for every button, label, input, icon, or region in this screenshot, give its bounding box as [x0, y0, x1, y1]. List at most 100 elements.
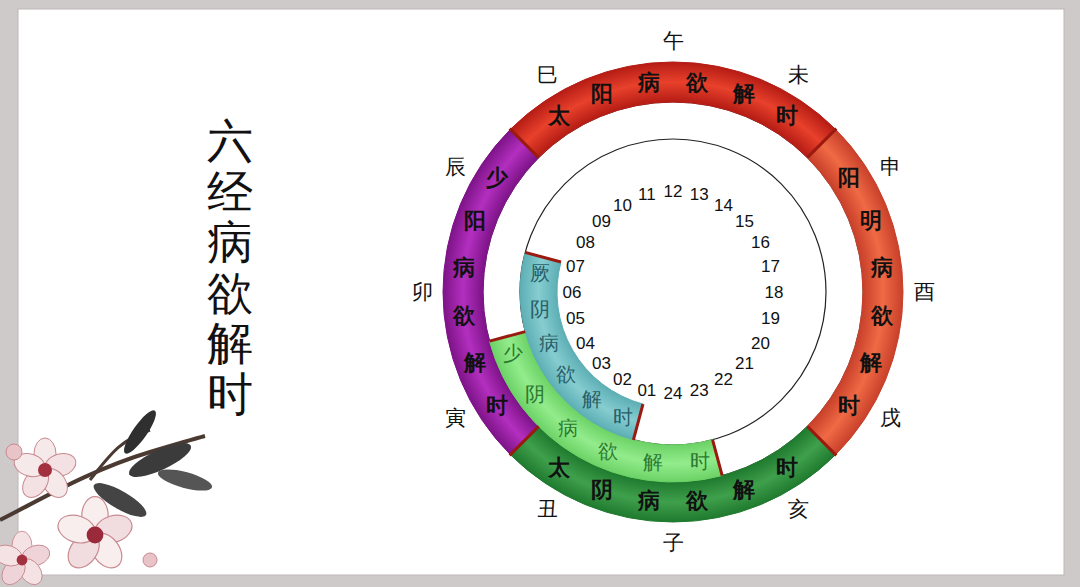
band-path: [510, 62, 835, 158]
band-char: 解: [733, 83, 755, 105]
hour-number: 04: [576, 334, 595, 351]
time-band: 少阴病欲解时: [441, 60, 905, 524]
band-char: 厥: [530, 263, 550, 283]
branch-label: 丑: [537, 499, 558, 520]
hour-number: 02: [613, 371, 632, 388]
branch-label: 申: [880, 156, 901, 177]
boundary-tick: [807, 129, 836, 158]
band-path: [807, 129, 903, 454]
hour-number: 09: [592, 212, 611, 229]
branch-label: 巳: [537, 64, 558, 85]
hour-number: 08: [576, 233, 595, 250]
band-char: 病: [539, 333, 559, 353]
branch-label: 亥: [788, 499, 809, 520]
band-char: 阳: [464, 210, 486, 232]
band-char: 欲: [686, 490, 708, 512]
band-char: 病: [558, 418, 578, 438]
band-label: 太阳病欲解时: [441, 60, 905, 524]
boundary-tick: [510, 426, 539, 455]
band-char: 少: [486, 167, 508, 189]
band-char: 阴: [525, 384, 545, 404]
band-char: 少: [503, 343, 523, 363]
hour-number: 21: [735, 355, 754, 372]
hour-number: 06: [563, 284, 582, 301]
band-char: 太: [548, 457, 570, 479]
branch-label: 寅: [445, 407, 466, 428]
band-char: 时: [690, 451, 710, 471]
hour-number: 22: [714, 371, 733, 388]
time-band: 太阴病欲解时: [441, 60, 905, 524]
band-char: 阴: [591, 479, 613, 501]
band-char: 时: [486, 395, 508, 417]
hour-number: 23: [690, 381, 709, 398]
band-char: 欲: [598, 441, 618, 461]
boundary-tick: [489, 332, 525, 342]
time-band: 太阳病欲解时: [441, 60, 905, 524]
band-char: 时: [613, 407, 633, 427]
branch-label: 卯: [412, 282, 433, 303]
branch-label: 辰: [445, 156, 466, 177]
ring-line: [483, 102, 863, 482]
band-label: 太阴病欲解时: [441, 60, 905, 524]
band-char: 阴: [530, 299, 550, 319]
time-band: 厥阴病欲解时: [441, 60, 905, 524]
band-char: 阳: [838, 167, 860, 189]
branch-label: 子: [663, 533, 684, 554]
band-char: 太: [548, 105, 570, 127]
band-char: 欲: [871, 305, 893, 327]
boundary-tick: [807, 426, 836, 455]
flower-decoration: [0, 407, 214, 587]
hour-number: 03: [592, 355, 611, 372]
boundary-tick: [525, 252, 561, 262]
boundary-tick: [713, 440, 723, 476]
title: 六经病欲解时: [207, 116, 253, 420]
band-char: 解: [582, 389, 602, 409]
hour-number: 18: [765, 284, 784, 301]
inner-circle: [520, 139, 826, 445]
band-char: 解: [860, 352, 882, 374]
boundary-tick: [633, 404, 643, 440]
hour-number: 10: [613, 196, 632, 213]
band-char: 欲: [453, 305, 475, 327]
band-path: [520, 252, 643, 439]
band-char: 病: [871, 257, 893, 279]
band-char: 明: [860, 210, 882, 232]
band-char: 时: [776, 457, 798, 479]
hour-number: 17: [761, 257, 780, 274]
time-band: 阳明病欲解时: [441, 60, 905, 524]
band-char: 时: [776, 105, 798, 127]
branch-label: 午: [663, 31, 684, 52]
time-band: 少阳病欲解时: [441, 60, 905, 524]
card: [18, 9, 1064, 575]
hour-number: 13: [690, 186, 709, 203]
band-label: 少阴病欲解时: [441, 60, 905, 524]
band-char: 病: [638, 72, 660, 94]
band-char: 时: [838, 395, 860, 417]
hour-number: 14: [714, 196, 733, 213]
hour-number: 01: [637, 381, 656, 398]
band-char: 解: [464, 352, 486, 374]
branch-label: 未: [788, 64, 809, 85]
band-char: 欲: [556, 364, 576, 384]
band-char: 病: [638, 490, 660, 512]
band-label: 厥阴病欲解时: [441, 60, 905, 524]
band-label: 阳明病欲解时: [441, 60, 905, 524]
band-label: 少阳病欲解时: [441, 60, 905, 524]
hour-number: 20: [751, 334, 770, 351]
band-char: 病: [453, 257, 475, 279]
band-char: 解: [643, 452, 663, 472]
hour-number: 16: [751, 233, 770, 250]
hour-number: 24: [664, 385, 683, 402]
hour-number: 15: [735, 212, 754, 229]
hour-number: 11: [638, 186, 656, 203]
hour-number: 19: [761, 310, 780, 327]
band-char: 欲: [686, 72, 708, 94]
hour-number: 07: [566, 257, 585, 274]
branch-label: 戌: [880, 407, 901, 428]
hour-number: 12: [664, 183, 683, 200]
band-char: 解: [733, 479, 755, 501]
hour-number: 05: [566, 310, 585, 327]
band-char: 阳: [591, 83, 613, 105]
boundary-tick: [510, 129, 539, 158]
